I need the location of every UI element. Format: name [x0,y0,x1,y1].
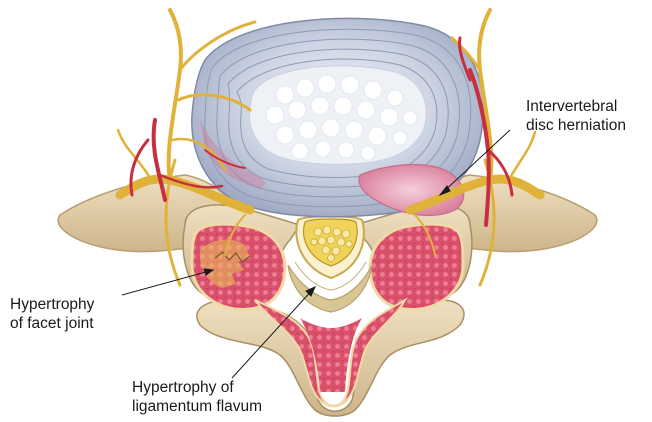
label-flavum-line1: Hypertrophy of [132,378,262,397]
label-flavum-line2: ligamentum flavum [132,397,262,416]
spinal-cord [296,216,364,278]
label-disc-line2: disc herniation [526,116,626,135]
label-facet-line2: of facet joint [10,314,94,333]
label-hypertrophy-ligamentum-flavum: Hypertrophy of ligamentum flavum [132,378,262,416]
label-facet-line1: Hypertrophy [10,295,94,314]
label-intervertebral-disc-herniation: Intervertebral disc herniation [526,97,626,135]
label-hypertrophy-facet-joint: Hypertrophy of facet joint [10,295,94,333]
label-disc-line1: Intervertebral [526,97,626,116]
